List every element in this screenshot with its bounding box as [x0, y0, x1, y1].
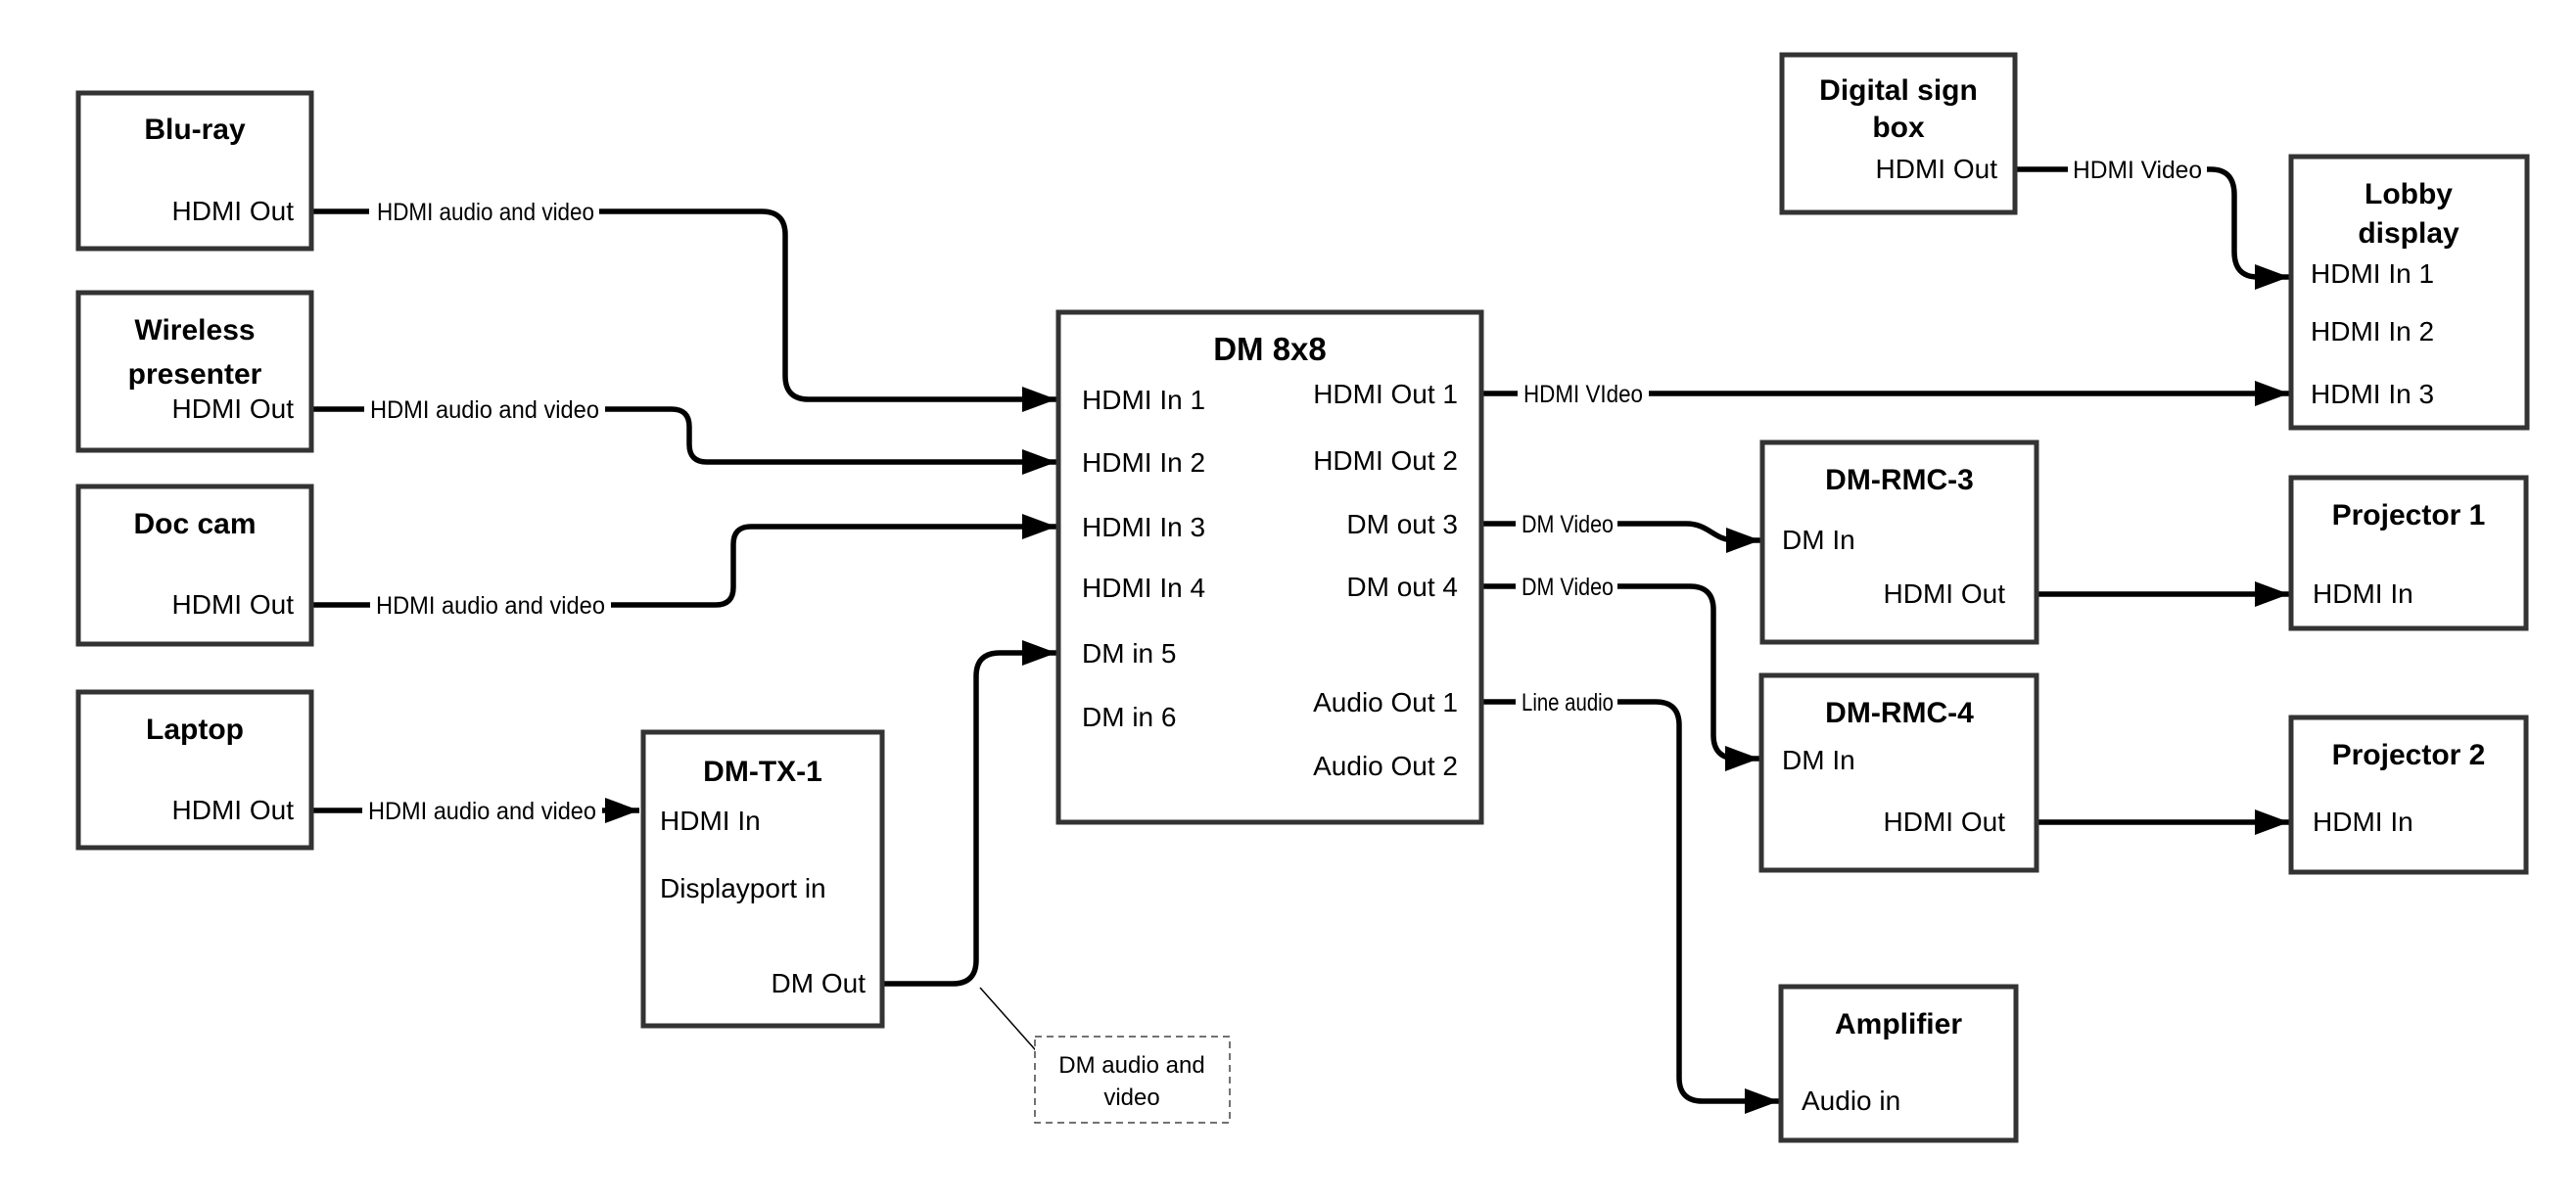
node-doc-cam: Doc cam HDMI Out — [75, 484, 314, 647]
doc-cam-title: Doc cam — [133, 508, 256, 540]
node-amplifier: Amplifier Audio in — [1778, 984, 2019, 1143]
wire-out4-to-rmc4 — [1617, 583, 1759, 771]
laptop-port-hdmi-out: HDMI Out — [172, 795, 295, 825]
wire-label-bluray: HDMI audio and video — [377, 199, 594, 226]
node-digital-sign-box: Digital sign box HDMI Out — [1779, 52, 2018, 215]
dm-tx-1-port-displayport-in: Displayport in — [660, 873, 826, 903]
node-projector-2: Projector 2 HDMI In — [2288, 715, 2529, 875]
lobby-display-title-line2: display — [2358, 217, 2459, 250]
dm-8x8-port-dm-out-4: DM out 4 — [1346, 572, 1458, 602]
dm-rmc-3-port-hdmi-out: HDMI Out — [1884, 578, 2006, 609]
lobby-display-box — [2288, 154, 2530, 431]
doc-cam-port-hdmi-out: HDMI Out — [172, 589, 295, 620]
node-wireless-presenter: Wireless presenter HDMI Out — [75, 290, 314, 453]
dm-8x8-port-hdmi-in-2: HDMI In 2 — [1082, 447, 1205, 478]
callout-dm-audio-video: DM audio and video — [1034, 1036, 1231, 1124]
amplifier-port-audio-in: Audio in — [1802, 1086, 1900, 1116]
digital-sign-box-title-line1: Digital sign — [1819, 74, 1978, 107]
dm-8x8-port-hdmi-out-2: HDMI Out 2 — [1313, 445, 1458, 476]
projector-1-title: Projector 1 — [2332, 499, 2486, 531]
blu-ray-port-hdmi-out: HDMI Out — [172, 196, 295, 226]
wire-label-line-audio: Line audio — [1522, 689, 1614, 716]
dm-rmc-4-title: DM-RMC-4 — [1825, 697, 1974, 729]
node-lobby-display: Lobby display HDMI In 1 HDMI In 2 HDMI I… — [2288, 154, 2530, 431]
wire-label-doccam: HDMI audio and video — [376, 592, 605, 620]
wire-label-dm-video-3: DM Video — [1522, 511, 1614, 538]
lobby-display-port-hdmi-in-2: HDMI In 2 — [2311, 316, 2434, 346]
amplifier-title: Amplifier — [1835, 1008, 1962, 1040]
dm-8x8-port-hdmi-in-4: HDMI In 4 — [1082, 573, 1205, 603]
node-dm-tx-1: DM-TX-1 HDMI In Displayport in DM Out — [640, 729, 885, 1029]
doc-cam-box — [75, 484, 314, 647]
node-blu-ray: Blu-ray HDMI Out — [75, 90, 314, 252]
callout-text-line2: video — [1103, 1085, 1159, 1111]
dm-8x8-port-hdmi-in-1: HDMI In 1 — [1082, 385, 1205, 415]
dm-rmc-3-box — [1759, 439, 2039, 645]
wireless-presenter-title-line1: Wireless — [134, 314, 255, 346]
dm-8x8-port-hdmi-out-1: HDMI Out 1 — [1313, 379, 1458, 409]
projector-2-box — [2288, 715, 2529, 875]
dm-tx-1-port-dm-out: DM Out — [772, 968, 866, 998]
dm-rmc-3-title: DM-RMC-3 — [1825, 464, 1974, 496]
dm-8x8-port-dm-in-5: DM in 5 — [1082, 638, 1176, 669]
dm-8x8-port-audio-out-2: Audio Out 2 — [1313, 751, 1458, 781]
lobby-display-port-hdmi-in-3: HDMI In 3 — [2311, 379, 2434, 409]
amplifier-box — [1778, 984, 2019, 1143]
digital-sign-box-port-hdmi-out: HDMI Out — [1876, 154, 1998, 184]
wire-out3-to-rmc3 — [1617, 521, 1760, 553]
dm-rmc-4-port-dm-in: DM In — [1782, 745, 1855, 775]
wire-bluray-to-dm8x8 — [599, 208, 1056, 412]
blu-ray-box — [75, 90, 314, 252]
dm-rmc-4-port-hdmi-out: HDMI Out — [1884, 807, 2006, 837]
dm-rmc-4-box — [1758, 672, 2039, 873]
node-dm-8x8: DM 8x8 HDMI In 1 HDMI In 2 HDMI In 3 HDM… — [1055, 309, 1484, 825]
dm-tx-1-box — [640, 729, 885, 1029]
wire-wireless-to-dm8x8 — [605, 406, 1056, 475]
lobby-display-title-line1: Lobby — [2365, 178, 2453, 210]
node-dm-rmc-4: DM-RMC-4 DM In HDMI Out — [1758, 672, 2039, 873]
dm-8x8-box — [1055, 309, 1484, 825]
wire-label-dm-video-4: DM Video — [1522, 574, 1614, 601]
dm-8x8-title: DM 8x8 — [1213, 331, 1327, 367]
wireless-presenter-box — [75, 290, 314, 453]
laptop-box — [75, 689, 314, 851]
dm-8x8-port-audio-out-1: Audio Out 1 — [1313, 687, 1458, 717]
dm-8x8-port-hdmi-in-3: HDMI In 3 — [1082, 512, 1205, 542]
node-dm-rmc-3: DM-RMC-3 DM In HDMI Out — [1759, 439, 2039, 645]
wires — [311, 166, 2289, 1114]
laptop-title: Laptop — [146, 714, 244, 746]
callout-text-line1: DM audio and — [1058, 1052, 1204, 1079]
wire-audio1-to-amp — [1617, 699, 1779, 1114]
wire-label-hdmi-video-out1: HDMI VIdeo — [1523, 381, 1643, 408]
projector-1-port-hdmi-in: HDMI In — [2313, 578, 2413, 609]
projector-2-title: Projector 2 — [2332, 739, 2486, 771]
wireless-presenter-title-line2: presenter — [128, 358, 262, 391]
wire-label-laptop: HDMI audio and video — [368, 798, 596, 825]
lobby-display-port-hdmi-in-1: HDMI In 1 — [2311, 258, 2434, 289]
dm-8x8-port-dm-in-6: DM in 6 — [1082, 702, 1176, 732]
wire-label-hdmi-video-sign: HDMI Video — [2073, 157, 2202, 184]
node-projector-1: Projector 1 HDMI In — [2288, 475, 2529, 631]
digital-sign-box-box — [1779, 52, 2018, 215]
wireless-presenter-port-hdmi-out: HDMI Out — [172, 393, 295, 424]
wire-label-wireless: HDMI audio and video — [370, 396, 599, 424]
projector-2-port-hdmi-in: HDMI In — [2313, 807, 2413, 837]
dm-rmc-3-port-dm-in: DM In — [1782, 525, 1855, 555]
dm-tx-1-title: DM-TX-1 — [703, 756, 822, 788]
projector-1-box — [2288, 475, 2529, 631]
dm-8x8-port-dm-out-3: DM out 3 — [1346, 509, 1458, 539]
digital-sign-box-title-line2: box — [1872, 112, 1925, 144]
wire-sign-to-lobby — [2207, 166, 2289, 290]
blu-ray-title: Blu-ray — [144, 114, 246, 146]
callout-box — [1034, 1036, 1231, 1124]
node-laptop: Laptop HDMI Out — [75, 689, 314, 851]
callout-leader-line — [979, 987, 1043, 1058]
dm-tx-1-port-hdmi-in: HDMI In — [660, 806, 761, 836]
wire-doccam-to-dm8x8 — [611, 514, 1056, 608]
wire-dmtx1-to-dm8x8 — [882, 640, 1056, 987]
wire-labels: HDMI audio and video HDMI audio and vide… — [368, 157, 2202, 825]
